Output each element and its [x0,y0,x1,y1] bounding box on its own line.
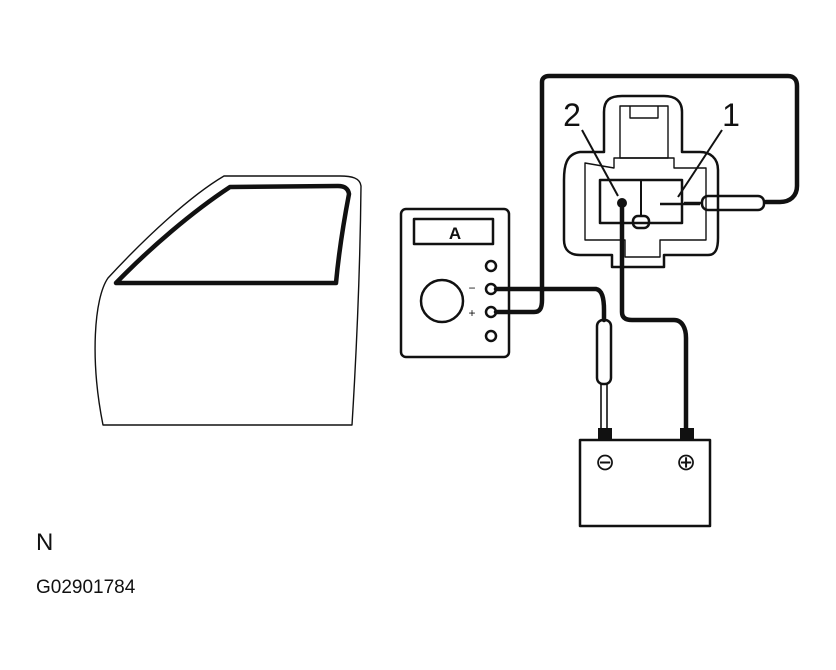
meter-plus-label: + [468,306,475,320]
probe-connector [684,194,766,212]
connector-lock-tab [619,105,669,159]
connector-center-pin [631,214,651,230]
door-outline [94,175,362,426]
battery-positive-symbol: ⊕ [676,449,696,476]
wire-terminal-2-to-battery [619,205,689,431]
door-window-frame [113,183,352,286]
connector-housing [562,94,720,269]
connector-inner-frame [584,157,707,258]
meter-display [412,217,495,246]
ammeter: A − + [399,207,511,359]
probe-connector-body [700,194,766,212]
figure-code: G02901784 [36,577,136,598]
battery-positive-post [680,428,694,440]
car-door [94,175,362,426]
view-label: N [36,529,53,556]
meter-terminal-1 [484,259,498,273]
meter-terminal-4 [484,329,498,343]
terminal-2-label: 2 [563,97,581,133]
terminal-2-pin [617,198,627,208]
terminal-1-leader [677,129,723,198]
terminal-1-label: 1 [722,97,740,133]
battery-negative-symbol: ⊖ [595,449,615,476]
battery: ⊖ ⊕ [578,428,712,528]
meter-unit-label: A [449,224,461,243]
wire-meter-minus-to-battery [493,286,607,323]
wire-meter-to-terminal-1 [493,73,800,315]
connector [562,94,720,269]
meter-minus-label: − [468,281,475,295]
meter-terminals [484,259,498,343]
meter-dial [419,278,465,324]
meter-body [399,207,511,359]
battery-negative-post [598,428,612,440]
terminal-2-leader [581,129,619,197]
battery-body [578,438,712,528]
probe-battery-body [595,318,613,386]
probe-battery [595,318,613,428]
